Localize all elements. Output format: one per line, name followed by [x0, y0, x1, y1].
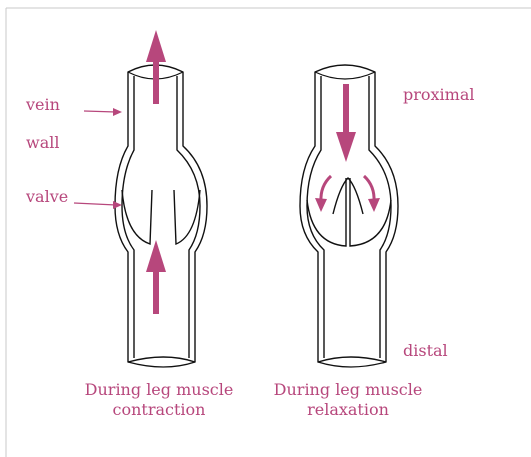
left-vein-contraction — [115, 30, 207, 367]
distal-label: distal — [403, 342, 448, 360]
wall-label: wall — [26, 134, 59, 152]
right-vein-bottom-rim — [318, 362, 386, 367]
proximal-label: proximal — [403, 86, 475, 104]
vein-label: vein — [26, 96, 60, 114]
right-caption-line2: relaxation — [238, 400, 458, 420]
valve-pointer — [74, 201, 122, 209]
right-caption-line1: During leg muscle — [238, 380, 458, 400]
right-vein-relaxation — [300, 65, 398, 367]
left-vein-bottom-rim — [128, 362, 195, 367]
vein-wall-pointer — [84, 108, 122, 116]
valve-label: valve — [26, 188, 68, 206]
left-caption-line2: contraction — [49, 400, 269, 420]
left-vein-wall — [115, 65, 207, 362]
left-caption-line1: During leg muscle — [49, 380, 269, 400]
left-caption: During leg muscle contraction — [49, 380, 269, 420]
right-caption: During leg muscle relaxation — [238, 380, 458, 420]
